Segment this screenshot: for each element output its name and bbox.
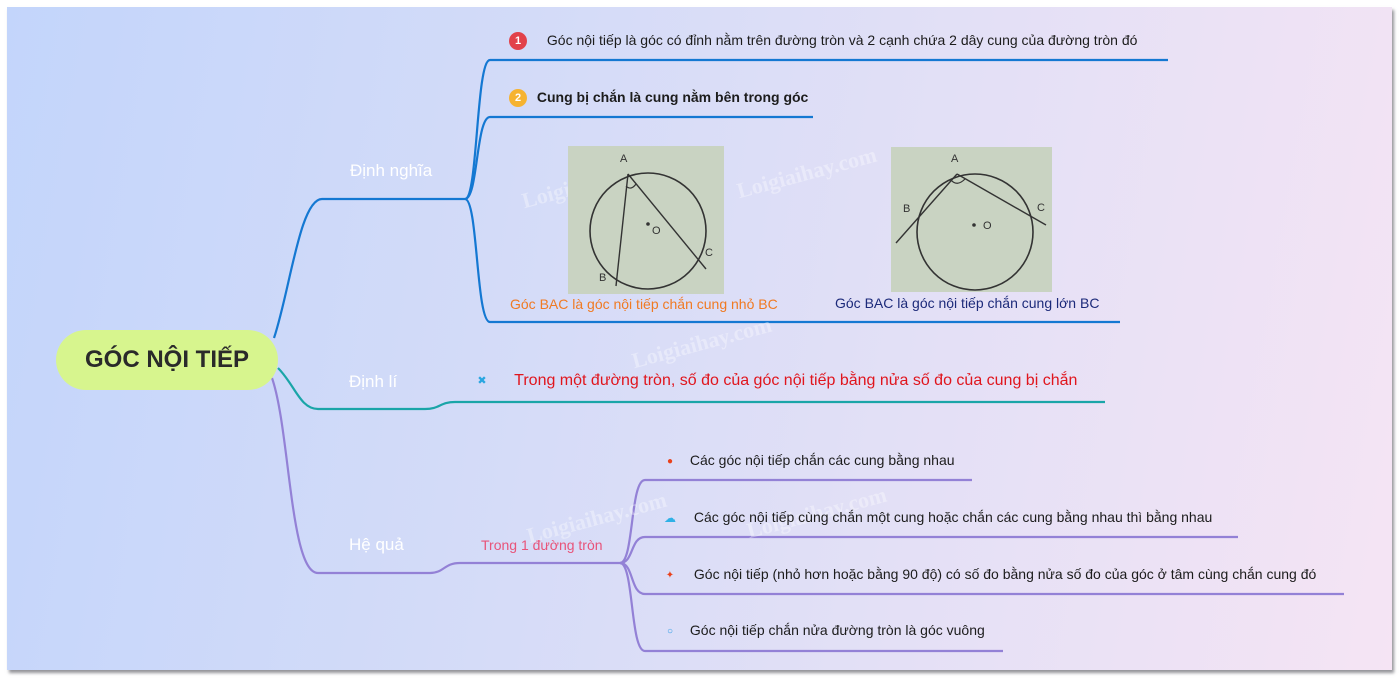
node-text: Các góc nội tiếp cùng chắn một cung hoặc… (693, 509, 1213, 525)
branch-label: Định nghĩa (350, 161, 433, 180)
node-corollary-1[interactable]: ● Các góc nội tiếp chắn các cung bằng nh… (664, 452, 955, 468)
inscribed-angle-minor-arc-diagram: A O C B (589, 153, 713, 290)
branch-label: Hệ quả (349, 535, 404, 554)
figure-caption-major-arc: Góc BAC là góc nội tiếp chắn cung lớn BC (835, 295, 1100, 311)
fire-icon: ● (666, 455, 674, 467)
node-text: Góc nội tiếp chắn nửa đường tròn là góc … (689, 622, 985, 638)
figure-minor-arc: A O C B (568, 146, 724, 294)
node-text: Cung bị chắn là cung nằm bên trong góc (536, 89, 809, 105)
node-text: Góc nội tiếp (nhỏ hơn hoặc bằng 90 độ) c… (693, 566, 1317, 582)
svg-text:B: B (599, 272, 606, 284)
pin-icon: ✦ (665, 569, 675, 581)
cloud-icon: ☁ (664, 511, 676, 526)
root-node[interactable]: GÓC NỘI TIẾP (56, 330, 278, 390)
svg-text:C: C (1037, 202, 1045, 214)
svg-text:O: O (983, 220, 992, 232)
node-definition-1[interactable]: 1 Góc nội tiếp là góc có đỉnh nằm trên đ… (509, 32, 1138, 51)
figure-major-arc: A O C B (891, 147, 1052, 292)
priority-2-icon: 2 (509, 89, 527, 108)
node-definition-2[interactable]: 2 Cung bị chắn là cung nằm bên trong góc (509, 89, 809, 108)
root-node-label: GÓC NỘI TIẾP (84, 346, 249, 373)
sparkle-icon: ✖ (477, 375, 487, 388)
node-text: Các góc nội tiếp chắn các cung bằng nhau (689, 452, 955, 468)
node-corollary-2[interactable]: ☁ Các góc nội tiếp cùng chắn một cung ho… (664, 509, 1212, 525)
node-in-a-circle[interactable]: Trong 1 đường tròn (481, 537, 603, 553)
node-theorem[interactable]: ✖ Trong một đường tròn, số đo của góc nộ… (476, 372, 1077, 390)
svg-text:A: A (620, 153, 628, 165)
node-text: Trong một đường tròn, số đo của góc nội … (514, 372, 1078, 389)
location-icon: ○ (666, 625, 674, 637)
node-text: Góc nội tiếp là góc có đỉnh nằm trên đườ… (546, 32, 1138, 48)
node-text: Trong 1 đường tròn (481, 537, 603, 553)
node-corollary-3[interactable]: ✦ Góc nội tiếp (nhỏ hơn hoặc bằng 90 độ)… (664, 566, 1316, 582)
branch-label: Định lí (349, 372, 398, 391)
svg-text:A: A (951, 153, 959, 165)
svg-text:B: B (903, 203, 910, 215)
branch-dinh-nghia[interactable]: Định nghĩa (350, 161, 432, 181)
svg-text:C: C (705, 247, 713, 259)
svg-text:O: O (652, 225, 661, 237)
inscribed-angle-major-arc-diagram: A O C B (895, 153, 1047, 291)
node-corollary-4[interactable]: ○ Góc nội tiếp chắn nửa đường tròn là gó… (664, 622, 985, 638)
priority-1-icon: 1 (509, 32, 527, 51)
branch-dinh-li[interactable]: Định lí (349, 372, 397, 392)
branch-he-qua[interactable]: Hệ quả (349, 535, 404, 555)
figure-caption-minor-arc: Góc BAC là góc nội tiếp chắn cung nhỏ BC (510, 296, 778, 312)
